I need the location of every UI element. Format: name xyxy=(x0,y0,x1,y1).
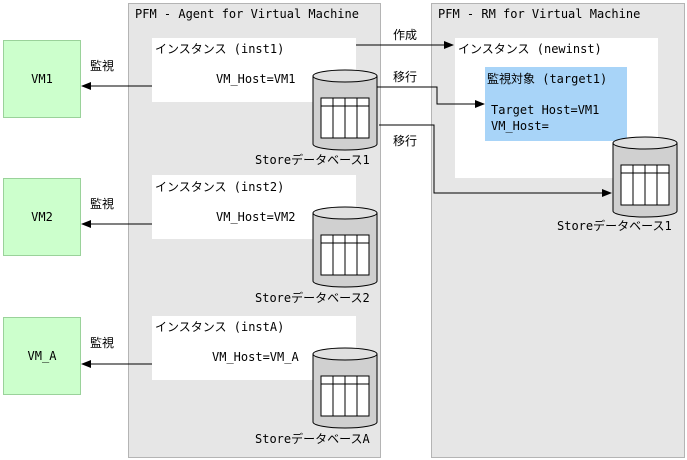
instance-host: VM_Host=VM1 xyxy=(216,72,296,86)
vm-label: VM2 xyxy=(31,210,53,224)
database-icon xyxy=(312,347,378,429)
monitor-label: 監視 xyxy=(90,59,115,73)
store-db-label: Storeデータベース1 xyxy=(557,219,672,233)
target-host: Target Host=VM1 xyxy=(491,103,600,117)
vm-box-vm2: VM2 xyxy=(3,178,81,256)
monitor-label: 監視 xyxy=(90,336,115,350)
database-icon xyxy=(312,69,378,151)
store-db-label: Storeデータベース1 xyxy=(255,153,370,167)
vm-label: VM_A xyxy=(27,349,57,363)
migrate-label: 移行 xyxy=(393,70,418,84)
database-icon xyxy=(612,136,678,218)
migrate-arrow-store xyxy=(379,124,612,197)
database-icon xyxy=(312,206,378,288)
vm-box-vm1: VM1 xyxy=(3,40,81,118)
vm-host: VM_Host= xyxy=(491,119,549,133)
monitored-target-box xyxy=(485,67,627,141)
create-label: 作成 xyxy=(393,28,418,42)
instance-host: VM_Host=VM2 xyxy=(216,210,296,224)
vm-label: VM1 xyxy=(31,72,53,86)
agent-panel-title: PFM - Agent for Virtual Machine xyxy=(135,7,359,21)
instance-title: インスタンス (inst1) xyxy=(155,42,285,56)
rm-panel-title: PFM - RM for Virtual Machine xyxy=(438,7,641,21)
target-title: 監視対象 (target1) xyxy=(487,72,608,86)
instance-title: インスタンス (instA) xyxy=(155,320,285,334)
migrate-label: 移行 xyxy=(393,134,418,148)
store-db-label: Storeデータベース2 xyxy=(255,291,370,305)
rm-instance-title: インスタンス (newinst) xyxy=(458,42,602,56)
vm-box-vma: VM_A xyxy=(3,317,81,395)
migrate-arrow-settings xyxy=(356,86,485,108)
instance-title: インスタンス (inst2) xyxy=(155,180,285,194)
instance-host: VM_Host=VM_A xyxy=(212,350,299,364)
monitor-label: 監視 xyxy=(90,197,115,211)
store-db-label: StoreデータベースA xyxy=(255,432,370,446)
